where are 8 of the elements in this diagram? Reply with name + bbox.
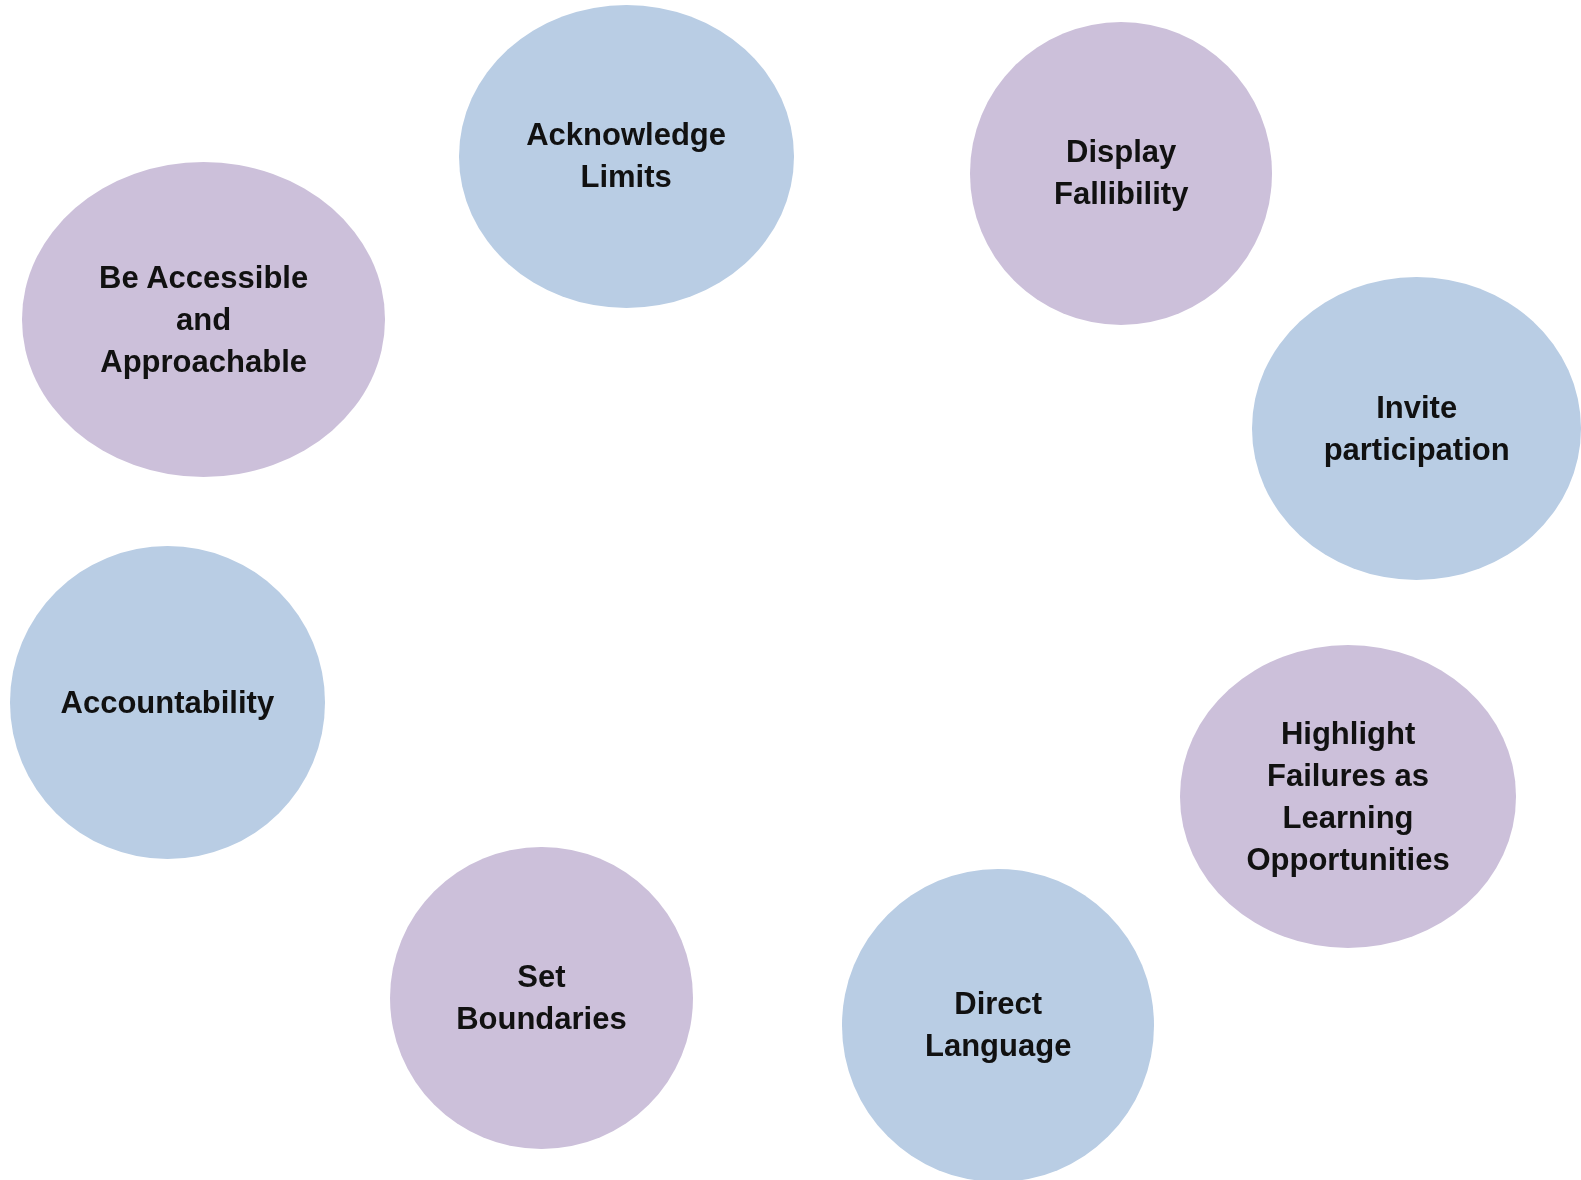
circle-label: Set Boundaries [455,958,628,1039]
circle-label: Display Fallibility [1053,133,1190,214]
circle-label: Accountability [59,683,276,722]
circle-label: Acknowledge Limits [525,116,728,197]
circle-label: Highlight Failures as Learning Opportunities [1245,714,1451,879]
circle-label: Be Accessible and Approachable [98,258,310,381]
circle-label: Direct Language [924,985,1073,1066]
circle-label: Invite participation [1322,388,1511,469]
